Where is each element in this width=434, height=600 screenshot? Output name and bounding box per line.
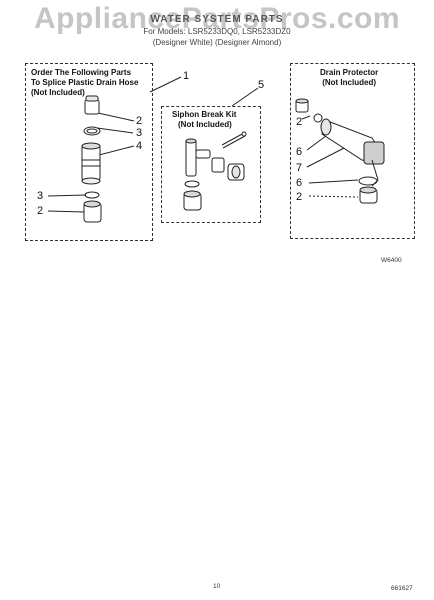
siphon-title-line2: (Not Included) <box>178 120 232 129</box>
color-line: (Designer White) (Designer Almond) <box>152 38 282 47</box>
callout-drain-2b: 2 <box>296 191 303 203</box>
hose-connector-top <box>84 99 100 115</box>
drain-clamp-bottom <box>358 176 378 186</box>
page-number: 10 <box>213 583 221 590</box>
leader-drain-6b <box>308 179 359 184</box>
hose-coupling <box>81 143 101 183</box>
leader-splice-3a <box>96 127 134 134</box>
leader-5 <box>231 87 259 107</box>
callout-1: 1 <box>183 70 190 82</box>
drain-title-line1: Drain Protector <box>320 68 379 77</box>
siphon-box-title: Siphon Break Kit (Not Included) <box>172 110 236 130</box>
drain-title-line2: (Not Included) <box>322 78 376 87</box>
model-line: For Models: LSR5233DQ0, LSR5233DZ0 <box>143 27 291 36</box>
callout-drain-6b: 6 <box>296 177 303 189</box>
callout-splice-4: 4 <box>136 140 143 152</box>
drain-protector-box <box>290 63 415 239</box>
callout-splice-2b: 2 <box>37 205 44 217</box>
siphon-clamp <box>184 180 200 188</box>
part-number: 661627 <box>391 585 413 592</box>
splice-title-line3: (Not Included) <box>31 88 85 97</box>
clamp-ring-bottom <box>84 191 100 199</box>
callout-splice-3a: 3 <box>136 127 143 139</box>
leader-drain-2b <box>308 195 359 198</box>
siphon-rod <box>221 132 245 146</box>
page-title: WATER SYSTEM PARTS <box>150 14 284 25</box>
callout-splice-3b: 3 <box>37 190 44 202</box>
leader-splice-2b <box>47 210 85 213</box>
splice-parts-box <box>25 63 153 241</box>
drain-box-title: Drain Protector (Not Included) <box>320 68 378 88</box>
siphon-break-box <box>161 106 261 223</box>
callout-splice-2a: 2 <box>136 115 143 127</box>
callout-drain-6a: 6 <box>296 146 303 158</box>
leader-1 <box>149 76 182 93</box>
splice-title-line1: Order The Following Parts <box>31 68 132 77</box>
clamp-ring-top <box>83 126 101 136</box>
watermark: AppliancePartsPros.com <box>33 2 401 35</box>
leader-splice-3b <box>47 194 87 197</box>
leader-drain-2a <box>301 115 311 120</box>
callout-5: 5 <box>258 79 265 91</box>
leader-drain-7 <box>306 144 351 168</box>
callout-drain-2a: 2 <box>296 116 303 128</box>
drain-ring-top <box>313 113 323 123</box>
splice-title-line2: To Splice Plastic Drain Hose <box>31 78 139 87</box>
leader-splice-4 <box>98 145 135 156</box>
callout-drain-7: 7 <box>296 162 303 174</box>
siphon-title-line1: Siphon Break Kit <box>172 110 237 119</box>
figure-code: W6400 <box>381 257 402 264</box>
siphon-tee <box>185 139 197 177</box>
leader-splice-2a <box>97 112 135 122</box>
siphon-fitting-a <box>211 157 225 173</box>
splice-box-title: Order The Following Parts To Splice Plas… <box>31 68 138 98</box>
